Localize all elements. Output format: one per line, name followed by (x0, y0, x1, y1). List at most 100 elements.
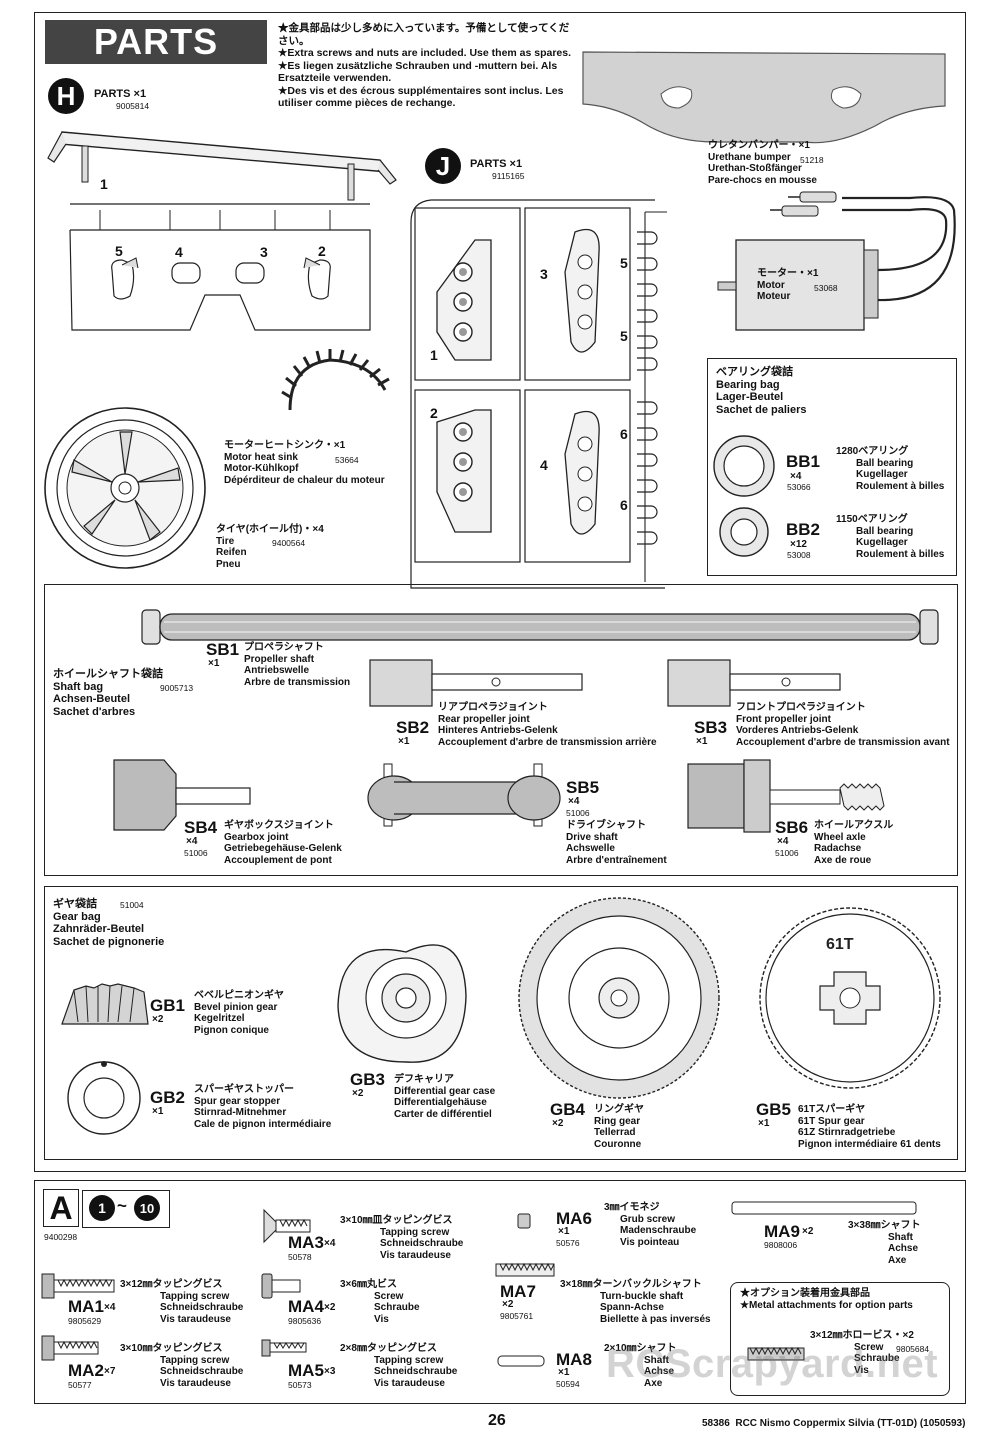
ma8-code: MA8 (556, 1350, 592, 1369)
sb2-code: SB2 (396, 718, 430, 737)
parts-h-label: PARTS ×1 (94, 88, 147, 100)
note-line: ★Es liegen zusätzliche Schrauben und -mu… (278, 59, 558, 72)
motor-caption: モーター・×1 Motor Moteur (757, 268, 819, 302)
option-parts-box (730, 1282, 950, 1396)
sb5-caption: ドライブシャフト Drive shaft Achswelle Arbre d'e… (566, 820, 667, 866)
spare-parts-note: ★金具部品は少し多めに入っています。予備として使ってください。 ★Extra s… (278, 22, 578, 110)
sb2-caption: リアプロペラジョイント Rear propeller joint Hintere… (438, 702, 657, 748)
gb3-code: GB3 (350, 1070, 385, 1089)
h-part-number: 4 (175, 244, 183, 260)
sb3-qty: ×1 (696, 736, 708, 747)
step-to: 10 (134, 1195, 160, 1221)
parts-h-sprue-drawing (44, 131, 397, 569)
shaft-bag-code: 9005713 (160, 683, 194, 693)
bag-a-hardware-drawings (41, 1201, 917, 1367)
ma5-qty: ×3 (324, 1366, 336, 1377)
ma2-qty: ×7 (104, 1366, 116, 1377)
ma6-qty: ×1 (558, 1226, 570, 1237)
gb3-caption: デフキャリア Differential gear case Differenti… (394, 1074, 496, 1120)
heat-sink-code: 53664 (335, 455, 359, 465)
bag-a-letter: A (43, 1189, 79, 1227)
ma3-caption: 3×10㎜皿タッピングビス Tapping screw Schneidschra… (340, 1215, 464, 1261)
bb2-caption: 1150ベアリング Ball bearing Kugellager Roulem… (836, 514, 945, 560)
gb4-code: GB4 (550, 1100, 585, 1119)
ma7-part: 9805761 (500, 1311, 534, 1321)
ma1-qty: ×4 (104, 1302, 116, 1313)
urethane-bumper-drawing (582, 51, 946, 144)
gear-bag-box (44, 886, 958, 1160)
motor-drawing (717, 191, 956, 331)
ma2-caption: 3×10㎜タッピングビス Tapping screw Schneidschrau… (120, 1343, 244, 1389)
heat-sink-caption: モーターヒートシンク・×1 Motor heat sink Motor-Kühl… (224, 440, 385, 486)
gear-bag-drawings (61, 897, 941, 1135)
ma8-qty: ×1 (558, 1367, 570, 1378)
tire-code: 9400564 (272, 538, 306, 548)
option-parts-title: ★オプション装着用金具部品 ★Metal attachments for opt… (740, 1288, 913, 1311)
note-line: Ersatzteile verwenden. (278, 72, 392, 84)
sb3-caption: フロントプロペラジョイント Front propeller joint Vord… (736, 702, 950, 748)
parts-page-frame (34, 12, 966, 1172)
step-from: 1 (89, 1195, 115, 1221)
j-part-number: 5 (620, 255, 628, 271)
sb2-qty: ×1 (398, 736, 410, 747)
note-line: ★Des vis et des écrous supplémentaires s… (278, 84, 564, 97)
ma7-qty: ×2 (502, 1299, 514, 1310)
ma9-caption: 3×38㎜シャフト Shaft Achse Axe (848, 1220, 921, 1266)
j-part-number: 2 (430, 405, 438, 421)
bumper-caption: ウレタンバンパー・×1 Urethane bumper Urethan-Stoß… (708, 140, 817, 186)
gb2-caption: スパーギヤストッパー Spur gear stopper Stirnrad-Mi… (194, 1084, 332, 1130)
ma1-caption: 3×12㎜タッピングビス Tapping screw Schneidschrau… (120, 1279, 244, 1325)
gb1-code: GB1 (150, 996, 185, 1015)
ma6-part: 50576 (556, 1238, 580, 1248)
option-screw-part: 9805684 (896, 1344, 930, 1354)
ma3-code: MA3 (288, 1233, 324, 1252)
sb5-code: SB5 (566, 778, 600, 797)
j-part-number: 3 (540, 266, 548, 282)
gb5-code: GB5 (756, 1100, 791, 1119)
bearing-drawings (713, 435, 775, 557)
ma9-code: MA9 (764, 1222, 800, 1241)
bumper-code: 51218 (800, 155, 824, 165)
j-part-number: 5 (620, 328, 628, 344)
ma7-caption: 3×18㎜ターンバックルシャフト Turn-buckle shaft Spann… (560, 1279, 711, 1325)
sb1-code: SB1 (206, 640, 240, 659)
gb2-qty: ×1 (152, 1106, 164, 1117)
step-range-sep: ~ (117, 1196, 127, 1215)
j-part-number: 4 (540, 457, 548, 473)
parts-h-letter: H (48, 78, 84, 114)
gear-bag-title: ギヤ袋詰 Gear bag Zahnräder-Beutel Sachet de… (53, 898, 165, 948)
bearing-bag-box (707, 358, 957, 576)
parts-j-sprue-drawing (410, 199, 667, 589)
ma4-qty: ×2 (324, 1302, 336, 1313)
sb4-caption: ギヤボックスジョイント Gearbox joint Getriebegehäus… (224, 820, 342, 866)
gear-bag-code: 51004 (120, 900, 144, 910)
watermark: RCScrapyard.net (606, 1342, 939, 1386)
sb4-qty: ×4 (186, 836, 198, 847)
h-part-number: 1 (100, 176, 108, 192)
ma3-part: 50578 (288, 1252, 312, 1262)
gb4-qty: ×2 (552, 1118, 564, 1129)
bb1-code: BB1 (786, 452, 821, 471)
gb1-qty: ×2 (152, 1014, 164, 1025)
ma4-part: 9805636 (288, 1316, 322, 1326)
step-range-box (82, 1190, 170, 1228)
footer-caption: 58386 RCC Nismo Coppermix Silvia (TT-01D… (702, 1418, 966, 1429)
ma7-code: MA7 (500, 1282, 536, 1301)
ma1-part: 9805629 (68, 1316, 102, 1326)
page-title: PARTS (45, 20, 267, 64)
ma4-caption: 3×6㎜丸ビス Screw Schraube Vis (340, 1279, 420, 1325)
note-line: ★金具部品は少し多めに入っています。予備として使ってください。 (278, 22, 570, 47)
ma6-caption: 3㎜イモネジ Grub screw Madenschraube Vis poin… (604, 1202, 697, 1248)
ma9-qty: ×2 (802, 1226, 814, 1237)
parts-j-letter: J (425, 148, 461, 184)
bb2-part: 53008 (787, 550, 811, 560)
spur-gear-mark: 61T (826, 936, 854, 953)
bb1-part: 53066 (787, 482, 811, 492)
shaft-bag-title: ホイールシャフト袋詰 Shaft bag Achsen-Beutel Sache… (53, 668, 163, 718)
gb3-qty: ×2 (352, 1088, 364, 1099)
bag-a-code: 9400298 (44, 1232, 78, 1242)
motor-code: 53068 (814, 283, 838, 293)
gb5-qty: ×1 (758, 1118, 770, 1129)
bb2-qty: ×12 (790, 539, 807, 550)
page-number: 26 (488, 1412, 506, 1429)
